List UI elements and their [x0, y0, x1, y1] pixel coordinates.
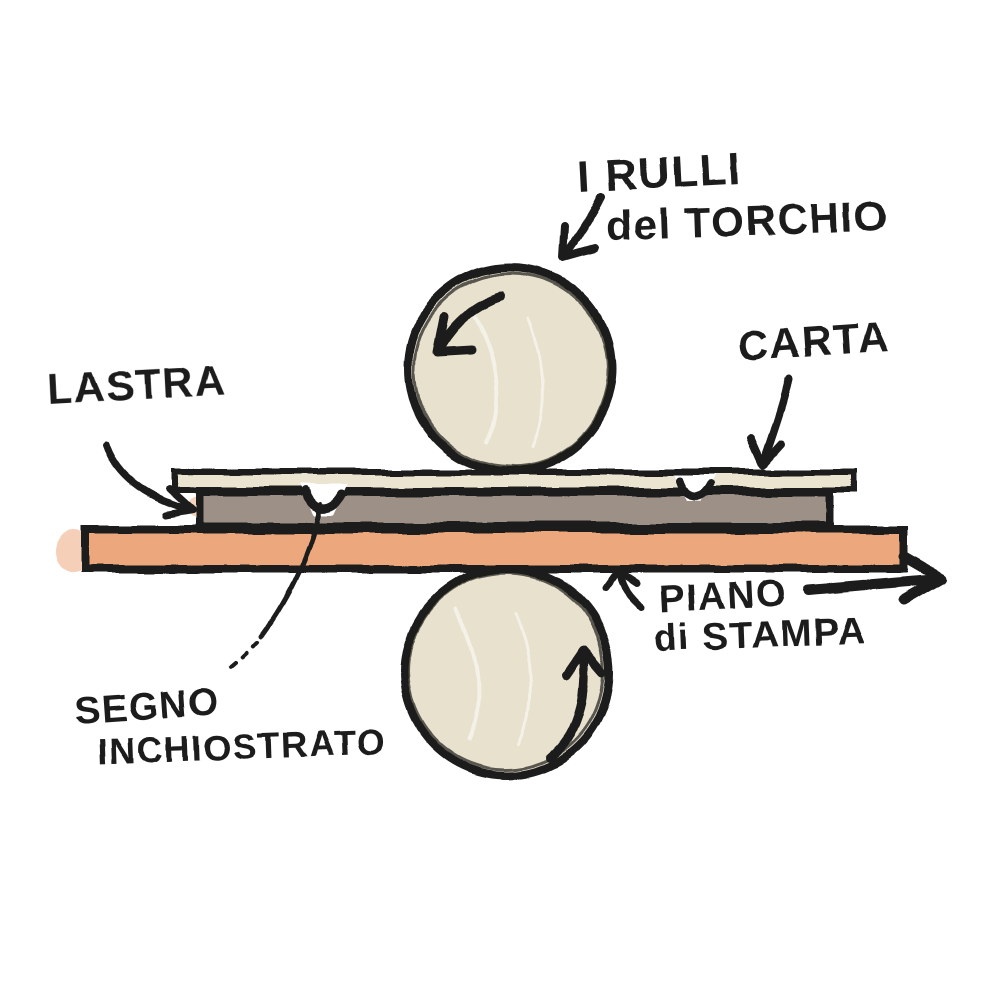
shapes-layer	[56, 192, 946, 779]
bed-label-arrowhead-icon	[601, 567, 640, 593]
labels-layer: I RULLI del TORCHIO CARTA LASTRA PIANO d…	[46, 144, 891, 772]
plate-label-arrow	[102, 440, 188, 512]
top-roller-body	[404, 263, 616, 475]
plate-layer	[196, 488, 834, 530]
bottom-roller-highlight	[453, 608, 481, 740]
bottom-roller-rotation-arrowhead-icon	[561, 645, 608, 681]
bed-direction-arrowhead-icon	[898, 552, 946, 605]
rollers-label-arrow	[563, 192, 605, 255]
inked-mark-label-line2: INCHIOSTRATO	[97, 721, 387, 772]
bottom-roller-body	[400, 565, 614, 779]
bottom-roller	[400, 565, 614, 779]
plate-label: LASTRA	[46, 357, 228, 413]
plate-label-arrowhead-icon	[161, 485, 197, 519]
rollers-label-line1: I RULLI	[576, 144, 743, 202]
paper-layer	[172, 469, 858, 493]
bed-label-line1: PIANO	[658, 572, 788, 621]
inked-mark-leader-line-dashed	[226, 640, 260, 672]
inked-mark-leader-line	[259, 501, 324, 639]
ink-mark	[675, 477, 716, 501]
press-bed	[81, 525, 909, 573]
inked-groove-right	[673, 475, 717, 501]
rollers-label-line2: del TORCHIO	[606, 192, 889, 249]
paper-label-arrow	[762, 376, 793, 460]
top-roller-inner-line	[412, 271, 610, 469]
bed-label-line2: di STAMPA	[653, 611, 867, 660]
bottom-roller-highlight	[513, 613, 532, 745]
bottom-roller-rotation-arrow	[546, 650, 590, 762]
top-roller-highlight	[470, 310, 499, 444]
rollers-label-arrowhead-icon	[558, 222, 598, 261]
top-roller-rotation-arrow	[436, 291, 507, 351]
paper-label-arrowhead-icon	[747, 434, 786, 469]
bed-direction-arrow	[802, 575, 933, 595]
bed-label-arrow	[616, 572, 645, 611]
inked-mark-label-line1: SEGNO	[74, 681, 221, 733]
top-roller	[404, 263, 616, 475]
top-roller-highlight	[526, 318, 545, 450]
paper-label: CARTA	[736, 313, 890, 370]
top-roller-rotation-arrowhead-icon	[432, 312, 476, 357]
